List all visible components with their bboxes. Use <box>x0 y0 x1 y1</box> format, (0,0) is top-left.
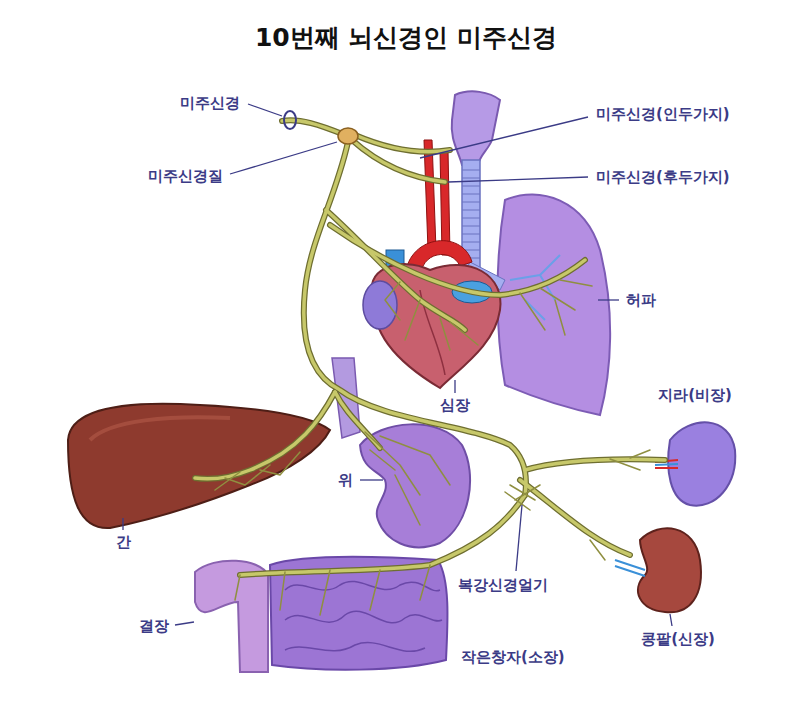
diagram-title: 10번째 뇌신경인 미주신경 <box>255 23 557 53</box>
kidney-vessels <box>615 560 645 576</box>
part-label: 작은창자(소장) <box>458 648 568 667</box>
spleen-shape <box>668 422 735 505</box>
colon-shape <box>195 561 268 672</box>
part-label: 미주신경 <box>177 94 243 113</box>
nerve-cut-end <box>284 111 296 129</box>
lung-shape <box>498 194 611 415</box>
part-label: 복강신경얼기 <box>455 576 551 595</box>
part-label: 심장 <box>437 396 473 415</box>
part-label: 미주신경질 <box>145 167 226 186</box>
leader-lines <box>123 104 672 626</box>
trachea-rings <box>462 170 480 258</box>
part-label: 간 <box>113 533 134 552</box>
vagal-ganglion <box>338 128 358 144</box>
part-label: 결장 <box>136 617 172 636</box>
artery-shape <box>440 150 450 255</box>
heart-atrium <box>363 281 397 329</box>
stomach-shape <box>360 424 470 547</box>
intestine-loops <box>285 581 442 651</box>
part-label: 허파 <box>623 291 659 310</box>
part-label: 미주신경(인두가지) <box>593 105 733 124</box>
part-label: 지라(비장) <box>655 386 735 405</box>
spleen-vessels <box>655 464 678 465</box>
kidney-shape <box>638 528 701 612</box>
liver-shape <box>68 404 330 528</box>
liver-shine <box>90 417 230 440</box>
part-label: 미주신경(후두가지) <box>593 168 733 187</box>
part-label: 위 <box>335 471 356 490</box>
vagus-nerve <box>195 111 665 615</box>
larynx-shape <box>452 91 500 165</box>
part-label: 콩팥(신장) <box>638 630 718 649</box>
